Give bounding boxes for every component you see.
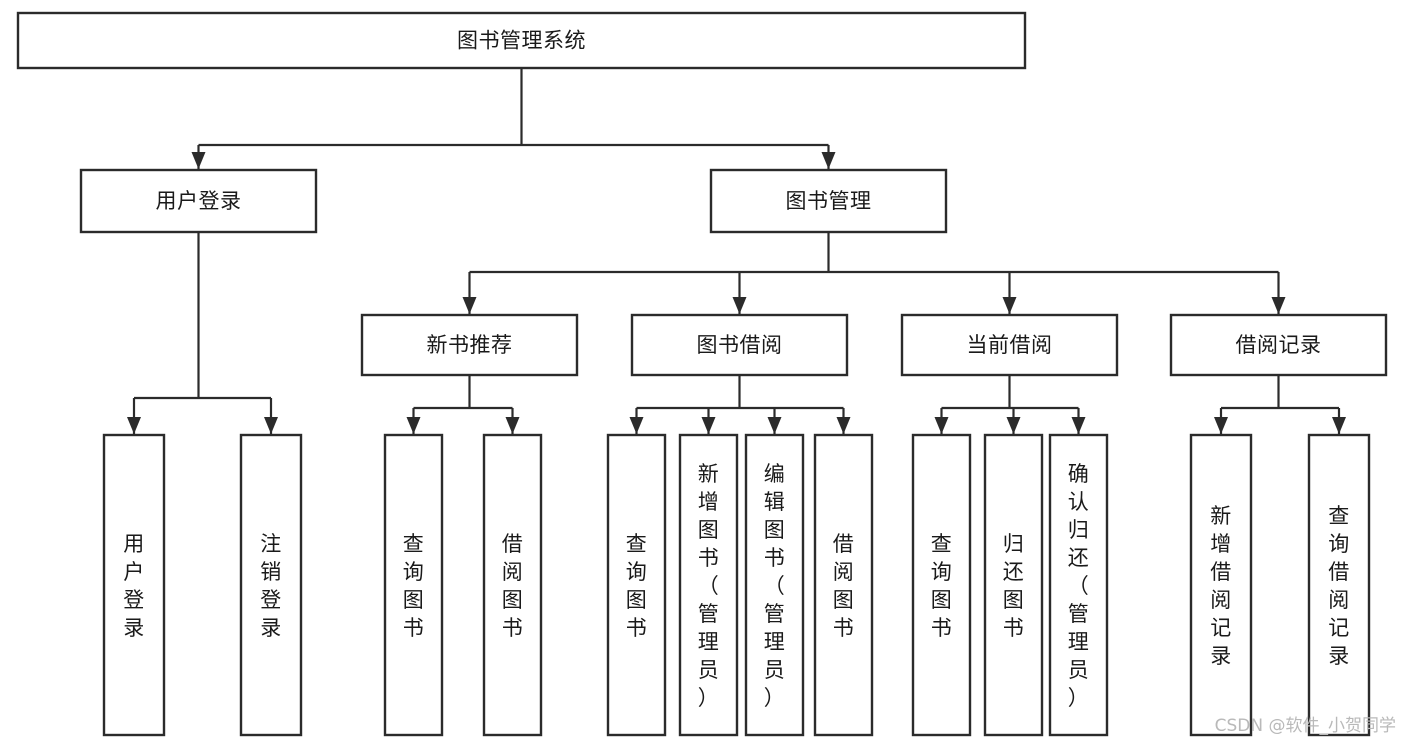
- level3-box-0-rect[interactable]: [360, 313, 579, 377]
- leaf-box-0[interactable]: 用户登录: [102, 433, 166, 737]
- group-3-to-leaves-arrow-2: [1071, 417, 1086, 434]
- root-to-level2-arrow-0: [191, 152, 206, 169]
- level3-box-2[interactable]: 当前借阅: [900, 313, 1119, 377]
- booksmgmt-to-level3-arrow-0: [462, 297, 477, 314]
- booksmgmt-to-level3-arrow-3: [1271, 297, 1286, 314]
- booksmgmt-to-level3-arrow-1: [732, 297, 747, 314]
- group-1-to-leaves-arrow-1: [505, 417, 520, 434]
- root-box-node-e59bbee4b9a6e7aea1e79086e7b3bbe7bb9f-rect[interactable]: [16, 11, 1027, 70]
- level3-box-3-label: 借阅记录: [1236, 333, 1322, 357]
- level3-box-1-rect[interactable]: [630, 313, 849, 377]
- level2-box-0-label: 用户登录: [156, 189, 242, 213]
- leaf-box-0-label: 用户登录: [123, 532, 145, 640]
- group-3-to-leaves-arrow-0: [934, 417, 949, 434]
- booksmgmt-to-level3-arrow-2: [1002, 297, 1017, 314]
- node-box-layer: 图书管理系统用户登录图书管理新书推荐图书借阅当前借阅借阅记录用户登录注销登录查询…: [16, 11, 1388, 737]
- root-to-level2-arrow-1: [821, 152, 836, 169]
- leaf-box-12[interactable]: 查询借阅记录: [1307, 433, 1371, 737]
- leaf-box-8-rect[interactable]: [911, 433, 972, 737]
- leaf-box-10-rect[interactable]: [1048, 433, 1109, 737]
- connector-layer: [127, 68, 1346, 434]
- leaf-box-2-rect[interactable]: [383, 433, 444, 737]
- group-4-to-leaves-arrow-0: [1214, 417, 1228, 434]
- level2-box-0[interactable]: 用户登录: [79, 168, 318, 234]
- level2-box-1-rect[interactable]: [709, 168, 948, 234]
- level3-box-3-rect[interactable]: [1169, 313, 1388, 377]
- group-2-to-leaves-arrow-3: [836, 417, 851, 434]
- leaf-box-7[interactable]: 借阅图书: [813, 433, 874, 737]
- leaf-box-3-rect[interactable]: [482, 433, 543, 737]
- leaf-box-9-label: 归还图书: [1003, 532, 1025, 640]
- leaf-box-6-label: 编辑图书（管理员）: [764, 462, 786, 710]
- leaf-box-3[interactable]: 借阅图书: [482, 433, 543, 737]
- csdn-watermark: CSDN @软件_小贺同学: [1215, 716, 1396, 736]
- leaf-box-4-rect[interactable]: [606, 433, 667, 737]
- level2-box-1[interactable]: 图书管理: [709, 168, 948, 234]
- leaf-box-6[interactable]: 编辑图书（管理员）: [744, 433, 805, 737]
- leaf-box-1[interactable]: 注销登录: [239, 433, 303, 737]
- leaf-box-8[interactable]: 查询图书: [911, 433, 972, 737]
- leaf-box-6-rect[interactable]: [744, 433, 805, 737]
- group-2-to-leaves-arrow-0: [629, 417, 644, 434]
- group-3-to-leaves-arrow-1: [1006, 417, 1021, 434]
- root-box-node-e59bbee4b9a6e7aea1e79086e7b3bbe7bb9f[interactable]: 图书管理系统: [16, 11, 1027, 70]
- level3-box-2-rect[interactable]: [900, 313, 1119, 377]
- leaf-box-5[interactable]: 新增图书（管理员）: [678, 433, 739, 737]
- leaf-box-4-label: 查询图书: [626, 532, 648, 640]
- leaf-box-0-rect[interactable]: [102, 433, 166, 737]
- level3-box-2-label: 当前借阅: [967, 333, 1053, 357]
- level2-box-1-label: 图书管理: [786, 189, 872, 213]
- leaf-box-9-rect[interactable]: [983, 433, 1044, 737]
- leaf-box-7-label: 借阅图书: [833, 532, 855, 640]
- level3-box-1-label: 图书借阅: [697, 333, 783, 357]
- leaf-box-5-label: 新增图书（管理员）: [698, 462, 720, 710]
- root-box-node-e59bbee4b9a6e7aea1e79086e7b3bbe7bb9f-label: 图书管理系统: [457, 29, 586, 53]
- group-0-to-leaves-arrow-1: [264, 417, 278, 434]
- leaf-box-10-label: 确认归还（管理员）: [1068, 462, 1090, 710]
- leaf-box-10[interactable]: 确认归还（管理员）: [1048, 433, 1109, 737]
- group-2-to-leaves-arrow-1: [701, 417, 716, 434]
- leaf-box-9[interactable]: 归还图书: [983, 433, 1044, 737]
- group-0-to-leaves-arrow-0: [127, 417, 141, 434]
- level3-box-3[interactable]: 借阅记录: [1169, 313, 1388, 377]
- leaf-box-11-label: 新增借阅记录: [1210, 504, 1232, 668]
- leaf-box-1-label: 注销登录: [260, 532, 282, 640]
- leaf-box-11[interactable]: 新增借阅记录: [1189, 433, 1253, 737]
- level3-box-0-label: 新书推荐: [427, 333, 513, 357]
- group-1-to-leaves-arrow-0: [406, 417, 421, 434]
- leaf-box-5-rect[interactable]: [678, 433, 739, 737]
- leaf-box-1-rect[interactable]: [239, 433, 303, 737]
- level2-box-0-rect[interactable]: [79, 168, 318, 234]
- leaf-box-11-rect[interactable]: [1189, 433, 1253, 737]
- leaf-box-7-rect[interactable]: [813, 433, 874, 737]
- leaf-box-12-label: 查询借阅记录: [1328, 504, 1350, 668]
- leaf-box-4[interactable]: 查询图书: [606, 433, 667, 737]
- leaf-box-2[interactable]: 查询图书: [383, 433, 444, 737]
- leaf-box-12-rect[interactable]: [1307, 433, 1371, 737]
- level3-box-1[interactable]: 图书借阅: [630, 313, 849, 377]
- level3-box-0[interactable]: 新书推荐: [360, 313, 579, 377]
- group-2-to-leaves-arrow-2: [767, 417, 782, 434]
- leaf-box-3-label: 借阅图书: [502, 532, 524, 640]
- group-4-to-leaves-arrow-1: [1332, 417, 1346, 434]
- leaf-box-8-label: 查询图书: [931, 532, 953, 640]
- leaf-box-2-label: 查询图书: [403, 532, 425, 640]
